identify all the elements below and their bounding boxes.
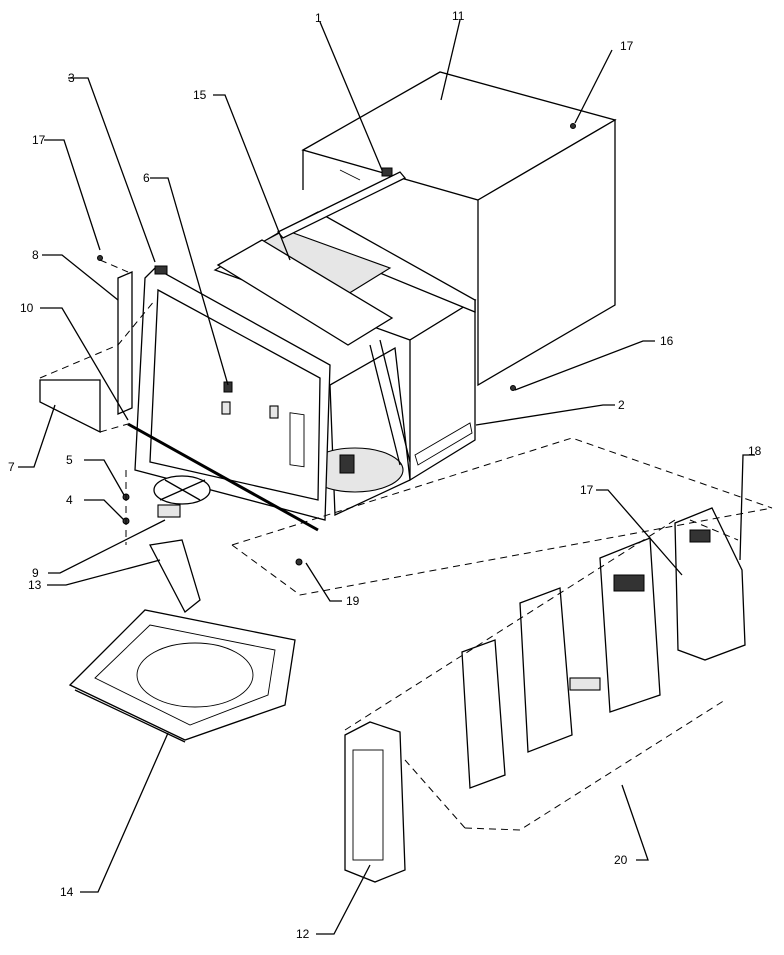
front-frame: [134, 267, 331, 521]
screw-16: [510, 385, 516, 391]
callout-15: 15: [193, 88, 207, 102]
callout-13: 13: [28, 578, 42, 592]
callout-labels: 1 11 17 3 15 17 6 8 10 16 2 7 5 18 17 4 …: [8, 9, 762, 941]
drive-coupler-part-9: [153, 475, 211, 518]
callout-14: 14: [60, 885, 74, 899]
callout-18: 18: [748, 444, 762, 458]
screw-17a: [97, 255, 103, 261]
callout-11: 11: [452, 9, 465, 23]
callout-16: 16: [660, 334, 674, 348]
assembly-guide-lines: [39, 259, 773, 831]
callout-17: 17: [32, 133, 46, 147]
screw-17b: [570, 123, 576, 129]
callout-2: 2: [618, 398, 625, 412]
callout-3: 3: [68, 71, 75, 85]
top-rail-part-1: [276, 167, 407, 239]
callout-17: 17: [580, 483, 594, 497]
top-vent-plate: [216, 239, 394, 346]
callout-1: 1: [315, 11, 322, 25]
side-panel-part-8: [117, 271, 133, 415]
callout-12: 12: [296, 927, 310, 941]
screw-19: [295, 558, 303, 566]
rod-part-10: [127, 422, 319, 532]
callout-6: 6: [143, 171, 150, 185]
callout-7: 7: [8, 460, 15, 474]
base-part-14: [68, 609, 296, 743]
callout-5: 5: [66, 453, 73, 467]
callout-9: 9: [32, 566, 39, 580]
callout-10: 10: [20, 301, 34, 315]
leader-lines: [18, 19, 755, 935]
door-assembly-part-12: [344, 721, 406, 883]
callout-20: 20: [614, 853, 628, 867]
callout-4: 4: [66, 493, 73, 507]
callout-17: 17: [620, 39, 634, 53]
door-panel: [461, 639, 506, 789]
callout-8: 8: [32, 248, 39, 262]
control-board: [569, 537, 661, 713]
callout-19: 19: [346, 594, 360, 608]
duct-part-13: [149, 539, 201, 614]
control-panel: [519, 587, 573, 753]
control-bracket-part-18: [674, 507, 746, 661]
bracket-part-3: [154, 265, 168, 275]
